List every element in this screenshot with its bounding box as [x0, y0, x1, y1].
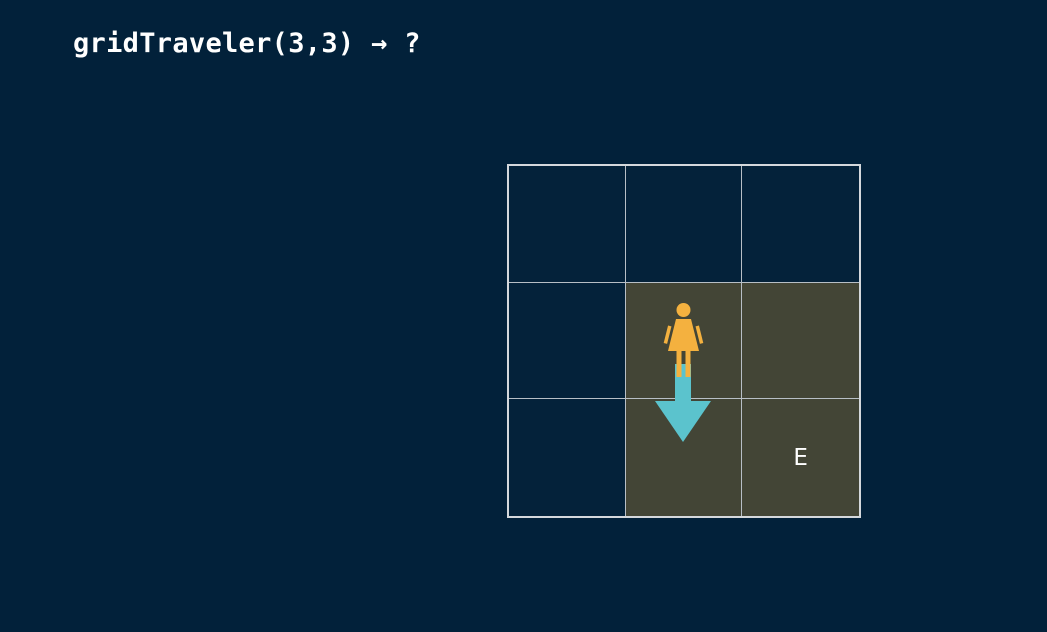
page-title: gridTraveler(3,3) → ?: [73, 28, 421, 59]
grid-cell-r2-c1: [625, 399, 743, 516]
grid-cell-r1-c1: [625, 282, 743, 400]
end-label: E: [793, 444, 808, 471]
grid-board: E: [507, 164, 861, 518]
grid-cell-r0-c2: [742, 166, 859, 283]
grid-cell-r2-c2: E: [742, 399, 859, 516]
grid-cell-r0-c1: [625, 166, 743, 283]
grid-cell-r2-c0: [509, 399, 626, 516]
grid-cell-r1-c0: [509, 282, 626, 400]
grid-cell-r1-c2: [742, 282, 859, 400]
grid-cell-r0-c0: [509, 166, 626, 283]
